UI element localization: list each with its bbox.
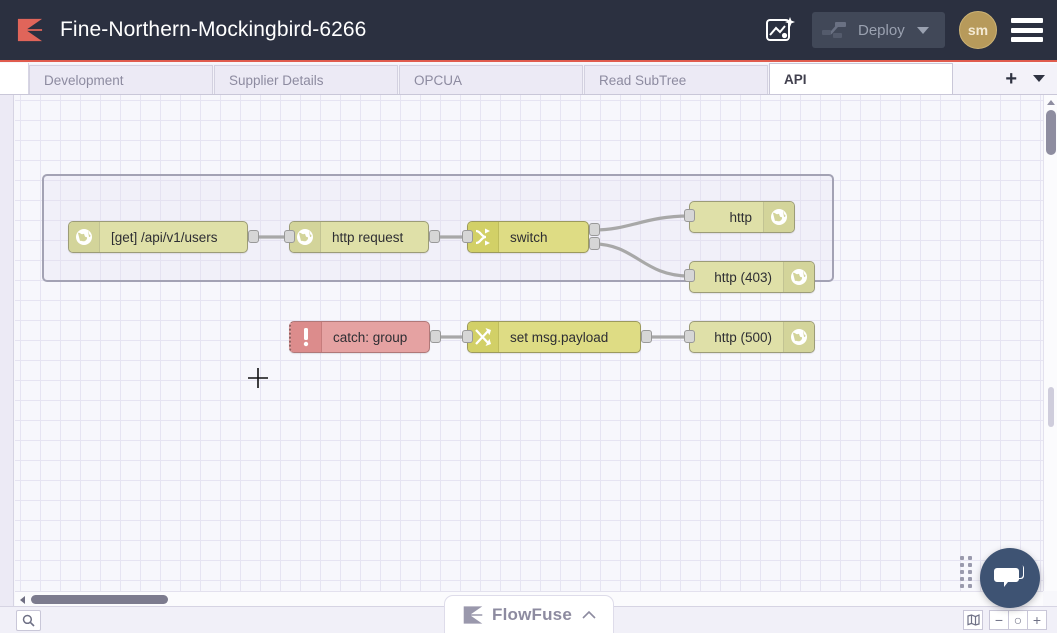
node-set-payload[interactable]: set msg.payload: [467, 321, 641, 353]
deploy-icon: [822, 20, 848, 40]
tab-opcua[interactable]: OPCUA: [399, 65, 583, 94]
flowfuse-logo: [16, 17, 44, 43]
port-out-switch-2[interactable]: [589, 237, 600, 250]
node-label: [get] /api/v1/users: [100, 230, 247, 245]
globe-icon: [783, 262, 814, 292]
vertical-scrollbar[interactable]: [1043, 95, 1057, 591]
node-label: http (500): [690, 330, 783, 345]
avatar[interactable]: sm: [959, 11, 997, 49]
port-out-set[interactable]: [641, 330, 652, 343]
chat-bubble-button[interactable]: [980, 548, 1040, 608]
chevron-up-icon[interactable]: [582, 610, 596, 620]
deploy-label: Deploy: [858, 22, 905, 39]
flowfuse-logo: [462, 605, 484, 625]
map-icon: [967, 614, 980, 626]
node-http-resp-200[interactable]: http: [689, 201, 795, 233]
search-icon: [22, 614, 35, 627]
node-catch-group[interactable]: catch: group: [289, 321, 430, 353]
tab-bar-actions: +: [1005, 63, 1057, 94]
port-in-resp403[interactable]: [684, 269, 695, 282]
globe-icon: [763, 202, 794, 232]
flow-canvas[interactable]: [get] /api/v1/users http request switch htt…: [15, 95, 1043, 591]
node-label: catch: group: [322, 330, 429, 345]
scroll-up-arrow-icon[interactable]: [1047, 100, 1055, 105]
port-in-resp200[interactable]: [684, 209, 695, 222]
tab-supplier-details[interactable]: Supplier Details: [214, 65, 398, 94]
port-out-httpin[interactable]: [248, 230, 259, 243]
port-in-switch[interactable]: [462, 230, 473, 243]
node-layer: [get] /api/v1/users http request switch htt…: [15, 95, 1043, 591]
node-label: http request: [321, 230, 428, 245]
node-label: http: [690, 210, 763, 225]
search-input[interactable]: [16, 610, 41, 631]
tab-api[interactable]: API: [769, 63, 953, 94]
node-label: http (403): [690, 270, 783, 285]
tab-development[interactable]: Development: [29, 65, 213, 94]
zoom-in-button[interactable]: +: [1027, 610, 1047, 630]
app-header: Fine-Northern-Mockingbird-6266 Deploy: [0, 0, 1057, 62]
vertical-scroll-tick: [1048, 387, 1054, 427]
port-in-set[interactable]: [462, 330, 473, 343]
port-in-request[interactable]: [284, 230, 295, 243]
node-http-resp-500[interactable]: http (500): [689, 321, 815, 353]
left-rail: [0, 95, 14, 606]
deploy-button[interactable]: Deploy: [812, 12, 945, 48]
flow-tab-bar: Development Supplier Details OPCUA Read …: [0, 64, 1057, 95]
tab-read-subtree[interactable]: Read SubTree: [584, 65, 768, 94]
horizontal-scroll-thumb[interactable]: [31, 595, 168, 604]
vertical-scroll-thumb[interactable]: [1046, 110, 1056, 155]
drag-grip-handle[interactable]: [960, 559, 972, 585]
flowfuse-panel-tab[interactable]: FlowFuse: [444, 595, 614, 633]
add-flow-button[interactable]: +: [1005, 69, 1017, 89]
globe-icon: [783, 322, 814, 352]
node-http-in[interactable]: [get] /api/v1/users: [68, 221, 248, 253]
node-label: switch: [499, 230, 588, 245]
port-out-switch-1[interactable]: [589, 223, 600, 236]
port-out-request[interactable]: [429, 230, 440, 243]
page-title: Fine-Northern-Mockingbird-6266: [60, 18, 366, 42]
port-out-catch[interactable]: [430, 330, 441, 343]
port-in-resp500[interactable]: [684, 330, 695, 343]
globe-icon: [69, 222, 100, 252]
deploy-dropdown-caret[interactable]: [917, 27, 929, 34]
node-http-resp-403[interactable]: http (403): [689, 261, 815, 293]
node-label: set msg.payload: [499, 330, 640, 345]
tab-bar-gutter: [0, 63, 29, 94]
alert-icon: [291, 322, 322, 352]
chat-bubble-icon: [994, 563, 1026, 593]
zoom-reset-button[interactable]: ○: [1008, 610, 1028, 630]
header-actions: Deploy sm: [758, 8, 1057, 52]
canvas-view-controls: − ○ +: [957, 610, 1057, 630]
navigator-map-button[interactable]: [963, 610, 983, 630]
zoom-out-button[interactable]: −: [989, 610, 1009, 630]
tab-list-caret[interactable]: [1033, 75, 1045, 82]
ai-assistant-icon[interactable]: [758, 8, 802, 52]
scroll-left-arrow-icon[interactable]: [20, 596, 25, 604]
node-switch[interactable]: switch: [467, 221, 589, 253]
hamburger-menu-icon[interactable]: [1011, 18, 1043, 42]
node-http-request[interactable]: http request: [289, 221, 429, 253]
flowfuse-label: FlowFuse: [492, 605, 572, 625]
